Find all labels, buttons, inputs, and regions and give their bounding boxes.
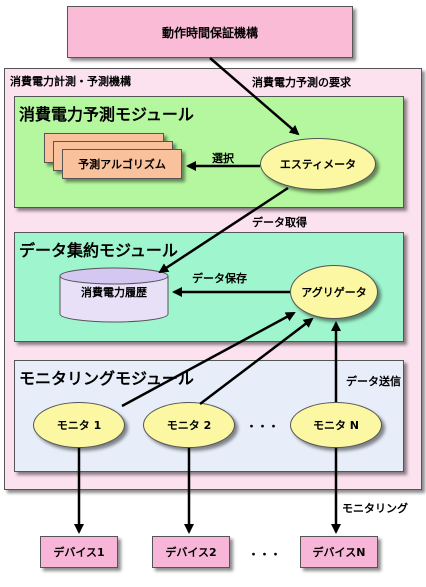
device-n-label: デバイスN	[312, 546, 366, 559]
device-n: デバイスN	[300, 536, 378, 568]
monitor-n-node: モニタ N	[290, 402, 382, 448]
device-2-label: デバイス2	[165, 546, 217, 559]
data-aggregation-module-label: データ集約モジュール	[19, 241, 178, 260]
device-1: デバイス1	[40, 536, 118, 568]
estimator-node: エスティメータ	[260, 138, 376, 190]
monitor-1-node: モニタ 1	[33, 402, 125, 448]
algorithm-label: 予測アルゴリズム	[78, 158, 166, 171]
measurement-prediction-label: 消費電力計測・予測機構	[10, 75, 131, 88]
get-data-edge-label: データ取得	[252, 216, 307, 229]
device-ellipsis: ・・・	[248, 548, 281, 561]
save-data-edge-label: データ保存	[192, 272, 247, 285]
device-1-label: デバイス1	[53, 546, 105, 559]
monitor-2-label: モニタ 2	[166, 419, 212, 432]
algorithm-doc-front: 予測アルゴリズム	[62, 149, 182, 179]
monitoring-edge-label: モニタリング	[342, 502, 408, 515]
aggregator-label: アグリゲータ	[301, 286, 367, 299]
estimator-label: エスティメータ	[279, 158, 357, 171]
request-edge-label: 消費電力予測の要求	[252, 76, 351, 89]
monitor-ellipsis: ・・・	[246, 420, 279, 433]
history-cylinder-icon	[59, 267, 169, 323]
prediction-module-label: 消費電力予測モジュール	[19, 105, 194, 124]
device-2: デバイス2	[152, 536, 230, 568]
monitor-2-node: モニタ 2	[143, 402, 235, 448]
select-edge-label: 選択	[212, 152, 234, 165]
aggregator-node: アグリゲータ	[290, 265, 378, 319]
send-data-edge-label: データ送信	[346, 375, 401, 388]
power-guarantee-label: 動作時間保証機構	[161, 25, 258, 40]
history-label: 消費電力履歴	[81, 286, 147, 299]
monitoring-module-label: モニタリングモジュール	[19, 369, 194, 388]
monitor-1-label: モニタ 1	[56, 419, 102, 432]
power-guarantee-box: 動作時間保証機構	[67, 6, 353, 58]
monitor-n-label: モニタ N	[312, 419, 360, 432]
